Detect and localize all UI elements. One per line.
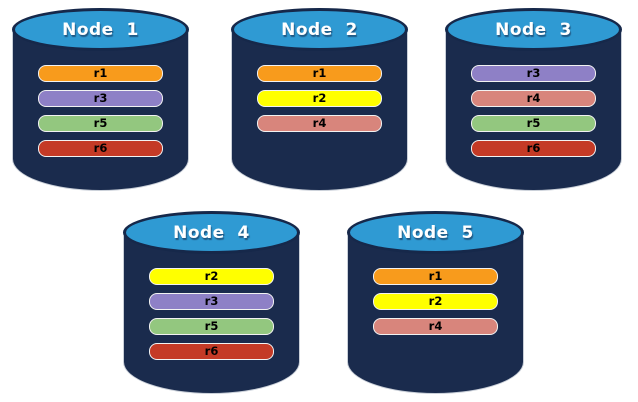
- node-5: Node 5 r1 r2 r4: [347, 211, 524, 394]
- replica-bar: r1: [257, 65, 382, 82]
- replica-bar: r2: [257, 90, 382, 107]
- cylinder-top: Node 4: [123, 211, 300, 254]
- replica-bar: r5: [38, 115, 163, 132]
- replica-bar: r6: [471, 140, 596, 157]
- replica-bar: r6: [149, 343, 274, 360]
- node-4: Node 4 r2 r3 r5 r6: [123, 211, 300, 394]
- replica-list: r1 r2 r4: [373, 268, 498, 335]
- cylinder-top: Node 5: [347, 211, 524, 254]
- cylinder-top: Node 2: [231, 8, 408, 51]
- replica-bar: r2: [373, 293, 498, 310]
- cylinder-top: Node 1: [12, 8, 189, 51]
- replica-bar: r5: [471, 115, 596, 132]
- replica-bar: r2: [149, 268, 274, 285]
- replica-bar: r1: [38, 65, 163, 82]
- replica-list: r1 r3 r5 r6: [38, 65, 163, 157]
- node-label: Node 1: [62, 19, 139, 40]
- node-2: Node 2 r1 r2 r4: [231, 8, 408, 191]
- node-label: Node 5: [397, 222, 474, 243]
- cylinder-body: [445, 29, 622, 191]
- replica-bar: r4: [257, 115, 382, 132]
- replica-bar: r5: [149, 318, 274, 335]
- node-label: Node 4: [173, 222, 250, 243]
- cylinder-body: [231, 29, 408, 191]
- cylinder-body: [347, 232, 524, 394]
- replica-bar: r4: [471, 90, 596, 107]
- node-3: Node 3 r3 r4 r5 r6: [445, 8, 622, 191]
- cylinder-top: Node 3: [445, 8, 622, 51]
- node-label: Node 2: [281, 19, 358, 40]
- node-label: Node 3: [495, 19, 572, 40]
- node-1: Node 1 r1 r3 r5 r6: [12, 8, 189, 191]
- replica-bar: r3: [149, 293, 274, 310]
- replica-bar: r3: [471, 65, 596, 82]
- cylinder-body: [12, 29, 189, 191]
- replica-bar: r4: [373, 318, 498, 335]
- replica-list: r3 r4 r5 r6: [471, 65, 596, 157]
- replica-bar: r1: [373, 268, 498, 285]
- replica-bar: r3: [38, 90, 163, 107]
- replica-list: r2 r3 r5 r6: [149, 268, 274, 360]
- replica-list: r1 r2 r4: [257, 65, 382, 132]
- cylinder-body: [123, 232, 300, 394]
- replica-bar: r6: [38, 140, 163, 157]
